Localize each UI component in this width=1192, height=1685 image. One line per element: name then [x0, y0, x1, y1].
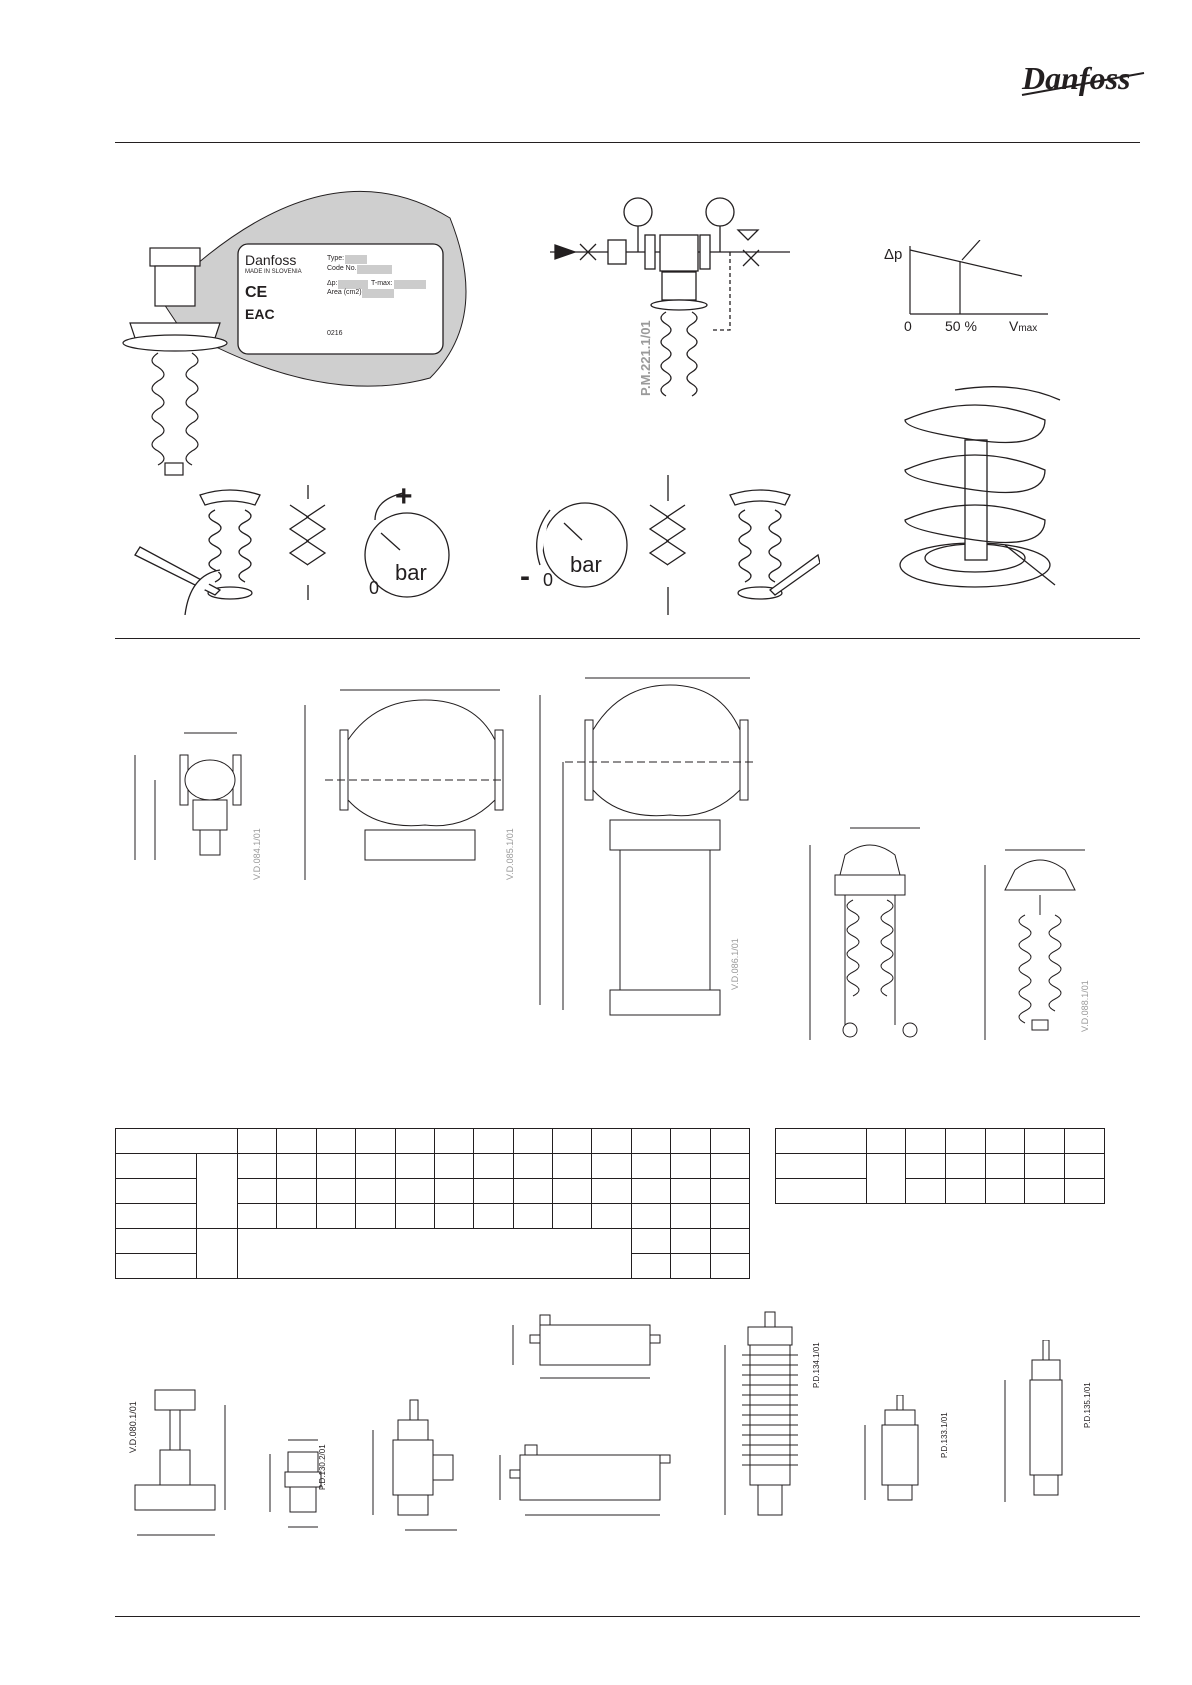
area-label: Area (cm2):: [327, 289, 364, 296]
dp-axis-label: Δp: [884, 246, 903, 263]
type-field: [345, 255, 367, 264]
drawing-code-v088: V.D.088.1/01: [1080, 980, 1090, 1032]
plus-sign: +: [395, 480, 413, 513]
accessory-filter-small: [512, 1314, 661, 1379]
zero-label-1: 0: [369, 578, 380, 598]
type-label: Type:: [327, 255, 345, 262]
drawing-code-p133: P.D.133.1/01: [940, 1412, 949, 1458]
actuator-drawing-frame: [809, 827, 920, 1040]
valve-drawing-medium: [304, 689, 505, 880]
accessory-needle-valve: [134, 1389, 226, 1536]
spring-adjust-decrease: [536, 475, 820, 615]
drawing-code-v086: V.D.086.1/01: [730, 938, 740, 990]
drawing-code-p130: P.D.130.2/01: [318, 1444, 327, 1490]
accessory-cooling-unit: [724, 1311, 798, 1516]
dp-field: [338, 280, 368, 289]
code-label: Code No.:: [327, 265, 359, 272]
bar-unit-1: bar: [395, 560, 427, 585]
header-rule: [115, 142, 1140, 143]
area-field: [362, 289, 394, 298]
date-code: 0216: [327, 330, 343, 337]
minus-sign: -: [520, 560, 530, 593]
drawing-code-v080: V.D.080.1/01: [128, 1401, 138, 1453]
tmax-field: [394, 280, 426, 289]
bar-unit-2: bar: [570, 552, 602, 577]
danfoss-logo: Danfoss: [1021, 60, 1145, 96]
accessory-angle-fitting: [372, 1399, 457, 1531]
drawing-code-pm221: P.M.221.1/01: [638, 320, 653, 396]
nameplate-brand: Danfoss: [245, 252, 297, 268]
drawing-code-v084: V.D.084.1/01: [252, 828, 262, 880]
spring-closeup-illustration: [899, 386, 1061, 588]
accessory-seal-pot: [1004, 1340, 1063, 1502]
accessory-fitting: [269, 1439, 322, 1528]
piping-schematic: [550, 197, 790, 397]
accessory-filter-large: [499, 1444, 671, 1516]
eac-mark: EAC: [245, 306, 275, 322]
axis-50: 50 %: [945, 318, 977, 334]
code-field: [357, 265, 392, 274]
drawing-code-p135: P.D.135.1/01: [1083, 1382, 1092, 1428]
nameplate-made-in: MADE IN SLOVENIA: [245, 269, 302, 275]
dp-characteristic-diagram: [909, 240, 1048, 315]
drawing-code-v085: V.D.085.1/01: [505, 828, 515, 880]
section-rule: [115, 638, 1140, 639]
valve-drawing-small: [134, 732, 242, 860]
accessory-pressure-tap: [864, 1395, 919, 1501]
spring-adjust-increase: [134, 485, 450, 615]
nameplate-illustration: [122, 190, 467, 476]
ce-mark: CE: [245, 284, 268, 301]
dp-label: Δp:: [327, 280, 338, 287]
valve-drawing-large: [539, 677, 755, 1016]
footer-rule: [115, 1616, 1140, 1617]
axis-vmax: Vmax: [1009, 318, 1038, 334]
zero-label-2: 0: [543, 570, 554, 590]
axis-zero: 0: [904, 318, 912, 334]
drawing-code-p134: P.D.134.1/01: [812, 1342, 821, 1388]
dimension-table-actuator: [775, 1128, 1105, 1204]
dimension-table-main: [115, 1128, 750, 1279]
tmax-label: T-max:: [371, 280, 393, 287]
actuator-drawing-spring: [984, 849, 1085, 1040]
